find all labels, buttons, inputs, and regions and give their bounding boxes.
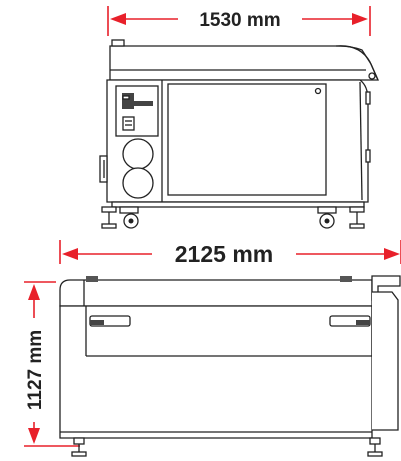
height-dimension: 1127 mm <box>24 281 80 447</box>
width-label: 2125 mm <box>175 241 273 267</box>
front-lid <box>59 279 373 307</box>
side-body <box>106 79 371 203</box>
depth-label: 1530 mm <box>199 10 280 31</box>
width-arrow-left <box>62 248 78 260</box>
socket-icon <box>122 116 135 131</box>
side-view: 1530 mm <box>99 6 379 229</box>
exhaust-port-lower <box>122 167 154 199</box>
depth-arrow-left <box>110 13 126 25</box>
depth-dimension: 1530 mm <box>107 6 371 36</box>
front-machine <box>59 275 401 439</box>
right-side-panel <box>372 291 399 431</box>
height-arrow-top <box>28 284 40 300</box>
height-arrow-bottom <box>28 428 40 444</box>
width-dimension: 2125 mm <box>59 240 401 267</box>
side-base <box>101 201 365 229</box>
exhaust-port-upper <box>122 138 154 170</box>
front-feet <box>71 437 383 457</box>
side-electric-panel <box>115 85 159 199</box>
front-view: 2125 mm 1127 mm <box>24 240 401 457</box>
left-hinge <box>86 276 98 282</box>
side-lid <box>109 39 379 81</box>
right-hinge <box>340 276 352 282</box>
depth-arrow-right <box>352 13 368 25</box>
door-lock-icon <box>314 87 322 95</box>
height-label: 1127 mm <box>25 330 46 410</box>
width-arrow-right <box>384 248 400 260</box>
side-access-door <box>167 83 327 196</box>
